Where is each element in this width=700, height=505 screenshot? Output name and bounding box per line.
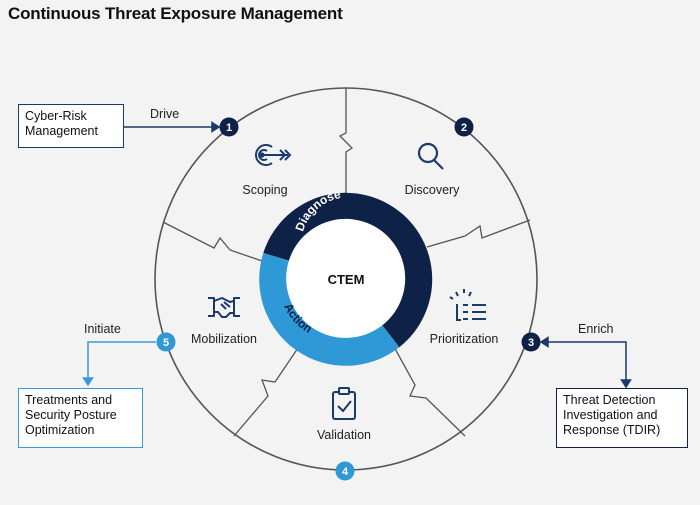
stage-badge-2 [454,117,474,137]
initiate-label: Initiate [84,322,121,336]
diagnose-ring-segment [263,192,433,348]
stage-badge-5-number: 5 [163,337,169,349]
stage-badge-1 [219,117,239,137]
stage-badge-4 [335,461,355,481]
stage-badge-4-number: 4 [342,466,349,478]
enrich-label: Enrich [578,322,614,336]
magnifier-icon [417,142,444,170]
stage-badge-5 [156,332,176,352]
drive-connector [123,121,221,133]
stage-badge-3-number: 3 [528,337,534,349]
enrich-connector [539,336,632,389]
center-disc [280,213,412,345]
handshake-icon [208,297,240,318]
treatments-box: Treatments and Security Posture Optimiza… [18,388,143,448]
stage-badge-2-number: 2 [461,122,467,134]
stage-label-scoping: Scoping [242,183,287,197]
drive-label: Drive [150,107,180,121]
clipboard-check-icon [332,387,356,420]
stage-badge-3 [521,332,541,352]
action-ring-segment [259,253,400,366]
stage-label-prioritization: Prioritization [430,332,499,346]
target-icon [255,144,292,166]
priority-list-icon [449,289,486,321]
stage-label-mobilization: Mobilization [191,332,257,346]
cyber-risk-management-box: Cyber-Risk Management [18,104,124,148]
tdir-box: Threat Detection Investigation and Respo… [556,388,688,448]
stage-label-discovery: Discovery [405,183,461,197]
diagram-title: Continuous Threat Exposure Management [8,4,343,23]
center-label: CTEM [328,272,365,287]
initiate-connector [82,341,156,387]
stage-badge-1-number: 1 [226,122,232,134]
stage-label-validation: Validation [317,428,371,442]
segment-dividers [162,88,531,437]
